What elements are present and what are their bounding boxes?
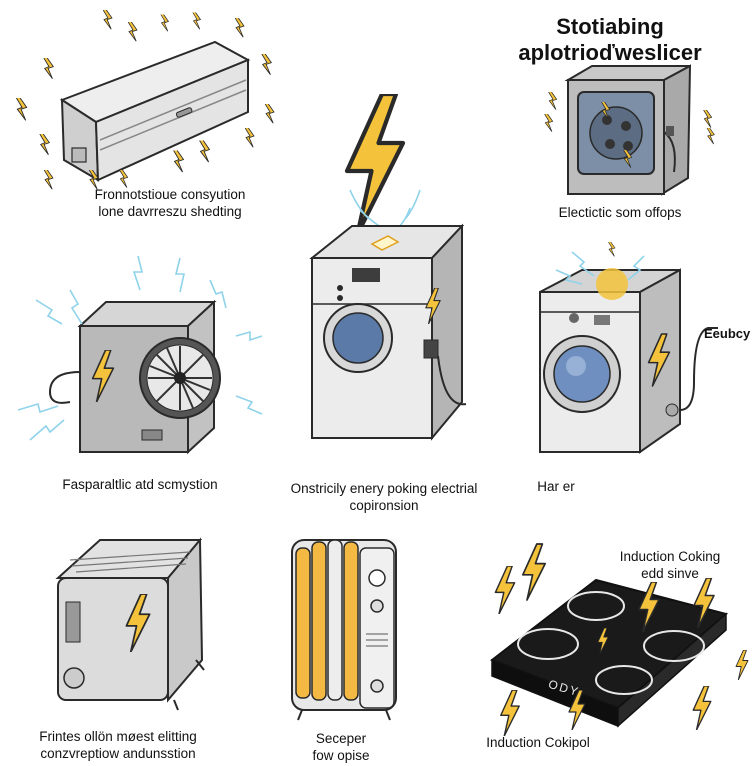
cooktop-bottom-caption: Induction Cokipol <box>468 734 608 751</box>
oil-heater-caption: Seceper fow opise <box>296 730 386 764</box>
caption-line: conzvreptiow andunsstion <box>40 746 196 761</box>
outdoor-unit-illustration <box>17 255 263 455</box>
caption-line: Onstricily enery poking electrial <box>290 481 478 496</box>
right-washer-caption: Har er <box>526 478 586 495</box>
caption-line: lone davrreszu shedting <box>98 204 242 219</box>
dishwasher-illustration <box>544 64 715 196</box>
air-conditioner-illustration <box>15 10 275 190</box>
caption-line: Seceper <box>315 731 367 746</box>
right-washer-illustration <box>539 241 718 454</box>
dishwasher-caption: Electictic som offops <box>530 204 710 221</box>
page-title: Stotiabing aplotrioďweslicer <box>500 14 720 66</box>
caption-line: fow opise <box>312 748 370 763</box>
center-washer-illustration <box>309 94 467 441</box>
air-conditioner-caption: Fronnotstioue consyution lone davrreszu … <box>70 186 270 220</box>
title-line-2: aplotrioďweslicer <box>518 40 702 65</box>
washer-side-label: Eeubcy <box>704 326 751 341</box>
caption-line: edd sinve <box>641 566 699 581</box>
caption-line: Induction Cokipol <box>486 735 590 750</box>
caption-line: Induction Coking <box>619 549 721 564</box>
caption-line: Electictic som offops <box>558 205 682 220</box>
caption-line: Fronnotstioue consyution <box>94 187 246 202</box>
oil-heater-illustration <box>291 539 397 721</box>
caption-line: Frintes ollön møest elitting <box>39 729 197 744</box>
caption-line: Har er <box>537 479 575 494</box>
outdoor-unit-caption: Fasparaltlic atd scmystion <box>30 476 250 493</box>
center-washer-caption: Onstricily enery poking electrial copiro… <box>262 480 506 514</box>
caption-line: copironsion <box>349 498 419 513</box>
space-heater-caption: Frintes ollön møest elitting conzvreptio… <box>14 728 222 762</box>
title-line-1: Stotiabing <box>556 14 664 39</box>
cooktop-top-caption: Induction Coking edd sinve <box>600 548 740 582</box>
space-heater-illustration <box>55 537 205 711</box>
cooktop-illustration <box>489 543 749 736</box>
caption-line: Fasparaltlic atd scmystion <box>62 477 218 492</box>
